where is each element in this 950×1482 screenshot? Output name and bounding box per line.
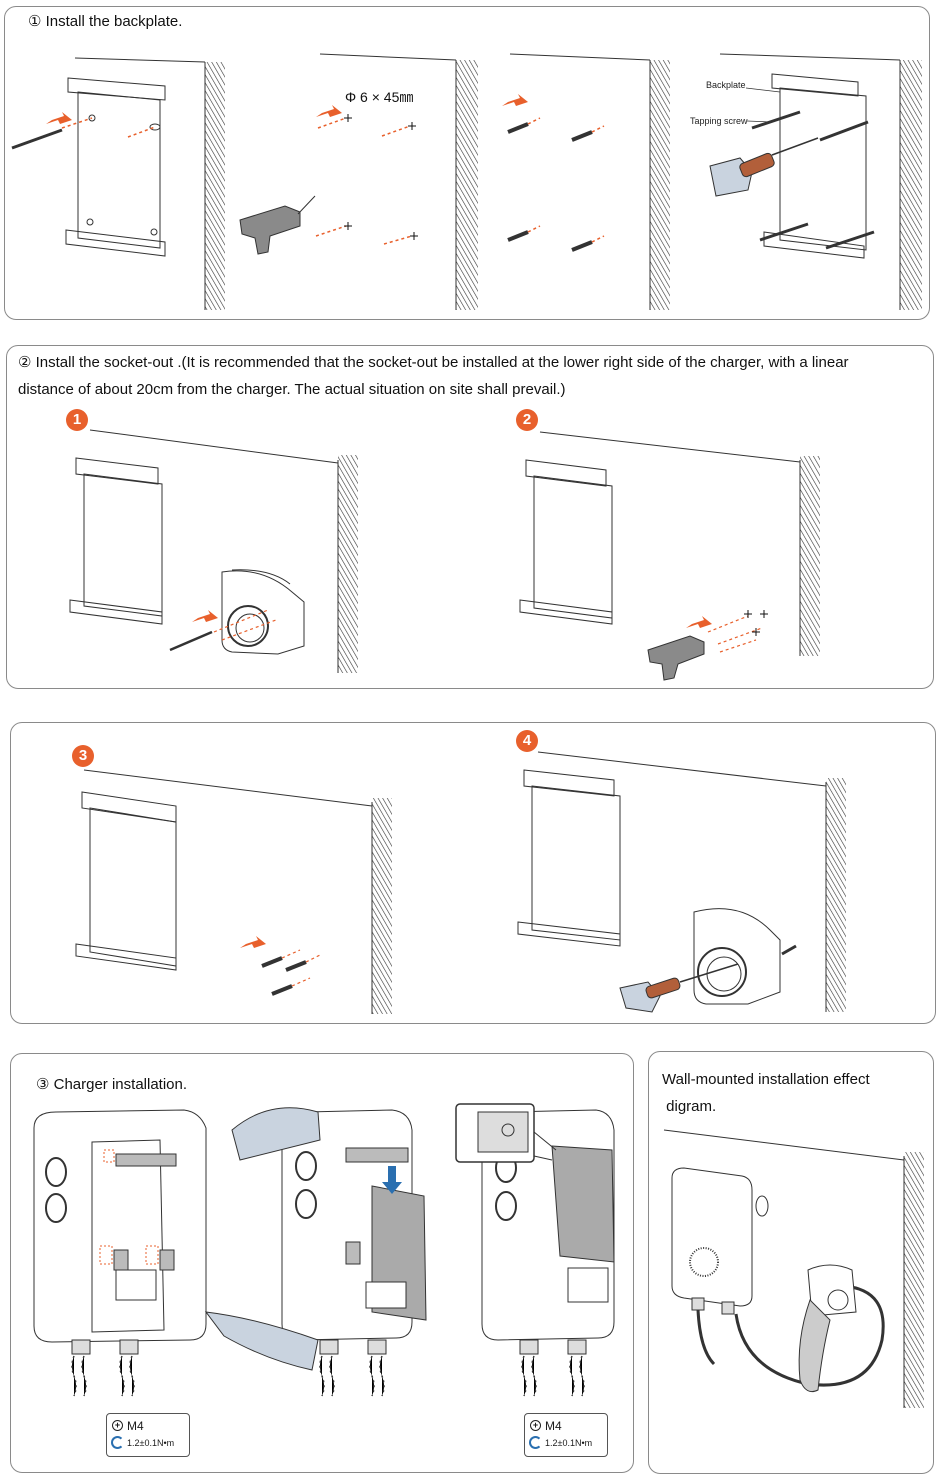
charger-back-view-b xyxy=(204,1107,427,1371)
torque-value: 1.2±0.1N•m xyxy=(127,1438,175,1448)
effect-title-line2: digram. xyxy=(662,1098,717,1115)
drill-spec: Φ 6 × 45㎜ xyxy=(345,89,413,105)
arrow-down-blue-icon xyxy=(382,1166,402,1194)
charger-back-view-c xyxy=(455,1103,615,1355)
step-badge-2: 2 xyxy=(516,409,538,431)
step-badge-4: 4 xyxy=(516,730,538,752)
scene-anchors xyxy=(507,53,670,310)
step-badge-3: 3 xyxy=(72,745,94,767)
torque-value: 1.2±0.1N•m xyxy=(545,1438,593,1448)
socket-out-title-line1: ② Install the socket-out .(It is recomme… xyxy=(18,354,849,371)
rotate-torque-icon xyxy=(111,1436,124,1449)
socket-out-title-line2: distance of about 20cm from the charger.… xyxy=(18,381,566,398)
phillips-screw-icon: + xyxy=(112,1420,123,1431)
backplate-title: ① Install the backplate. xyxy=(28,13,183,30)
torque-spec-box-left: + M4 1.2±0.1N•m xyxy=(106,1413,190,1457)
socket-out-panel xyxy=(6,345,934,689)
effect-title-line1: Wall-mounted installation effect xyxy=(662,1071,870,1088)
scene-backplate-marking xyxy=(11,57,225,310)
charger-title: ③ Charger installation. xyxy=(36,1076,188,1093)
screw-size: M4 xyxy=(545,1419,562,1433)
screw-size: M4 xyxy=(127,1419,144,1433)
scene-socket-step-4 xyxy=(517,751,846,1013)
scene-socket-step-3 xyxy=(75,769,392,1014)
charger-back-view-a xyxy=(33,1109,207,1355)
scene-socket-step-1 xyxy=(69,429,358,673)
label-tapping-screw: Tapping screw xyxy=(690,116,748,126)
phillips-screw-icon: + xyxy=(530,1420,541,1431)
torque-spec-box-right: + M4 1.2±0.1N•m xyxy=(524,1413,608,1457)
scene-drilling xyxy=(239,53,478,310)
socket-out-steps-panel xyxy=(10,722,936,1024)
scene-socket-step-2 xyxy=(519,431,820,681)
arrow-orange-icon xyxy=(46,112,72,124)
step-badge-1: 1 xyxy=(66,409,88,431)
label-backplate: Backplate xyxy=(706,80,746,90)
rotate-torque-icon xyxy=(529,1436,542,1449)
scene-mounted-charger xyxy=(663,1129,924,1408)
